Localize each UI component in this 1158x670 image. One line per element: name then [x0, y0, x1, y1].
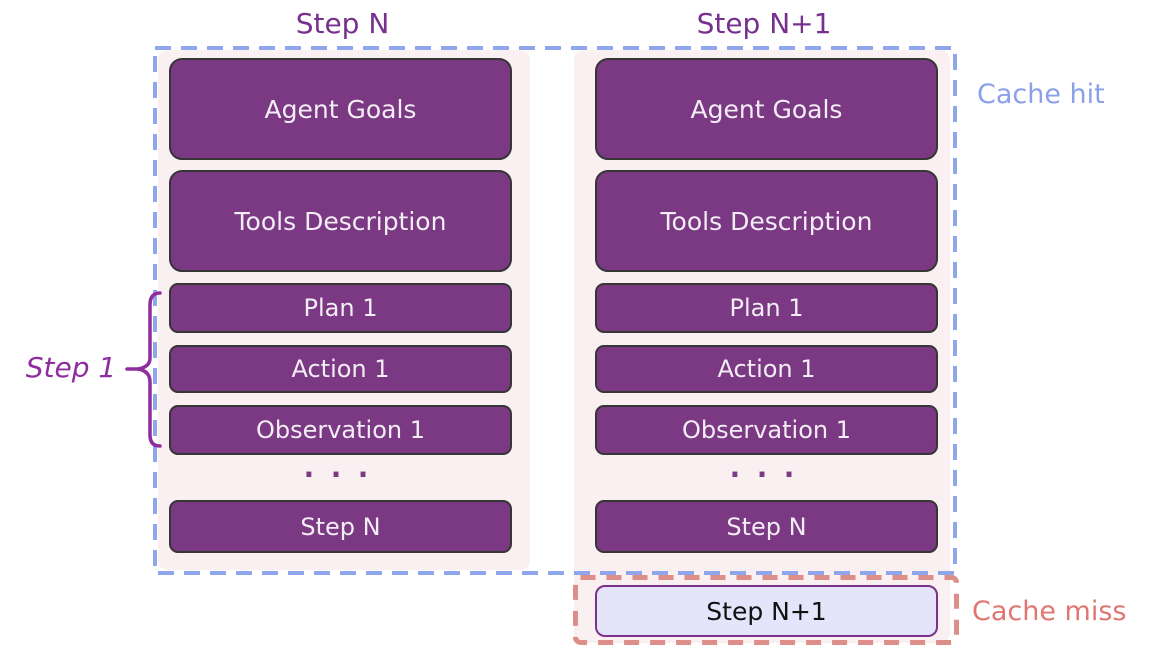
box-agent-goals-right: Agent Goals: [595, 58, 938, 160]
ellipsis-left: ...: [299, 450, 382, 485]
box-tools-description-right: Tools Description: [595, 170, 938, 272]
box-action-1-left: Action 1: [169, 345, 512, 393]
box-action-1-right: Action 1: [595, 345, 938, 393]
box-step-n-plus-1: Step N+1: [595, 585, 938, 637]
box-tools-description-left: Tools Description: [169, 170, 512, 272]
ellipsis-right: ...: [725, 450, 808, 485]
column-title-step-n-plus-1: Step N+1: [696, 7, 832, 40]
box-step-n-right: Step N: [595, 500, 938, 553]
cache-hit-label: Cache hit: [977, 79, 1105, 110]
box-plan-1-right: Plan 1: [595, 283, 938, 333]
step-1-brace: [137, 291, 162, 448]
column-title-step-n: Step N: [295, 7, 390, 40]
box-plan-1-left: Plan 1: [169, 283, 512, 333]
box-step-n-left: Step N: [169, 500, 512, 553]
cache-miss-label: Cache miss: [972, 596, 1127, 627]
box-agent-goals-left: Agent Goals: [169, 58, 512, 160]
step-1-label: Step 1: [25, 351, 117, 384]
